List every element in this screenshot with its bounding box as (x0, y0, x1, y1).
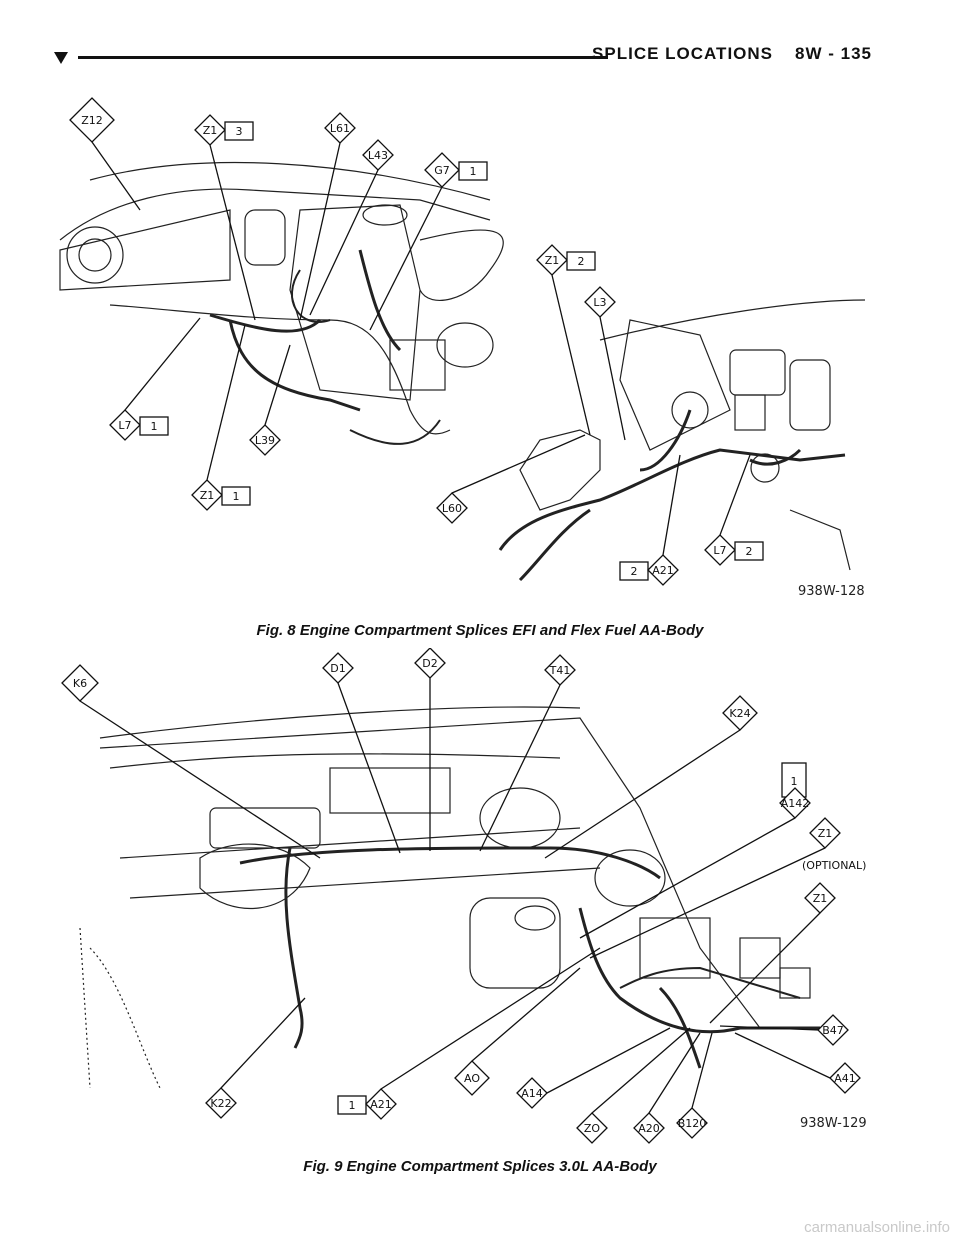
header-rule-graphic (54, 52, 608, 64)
label-a21-2: A21 (652, 564, 674, 577)
label-zo: ZO (584, 1122, 601, 1135)
label-k24: K24 (729, 707, 750, 720)
figure-9-caption: Fig. 9 Engine Compartment Splices 3.0L A… (303, 1158, 657, 1175)
svg-text:1: 1 (470, 165, 477, 178)
page-number: 8W - 135 (795, 44, 872, 63)
label-l39: L39 (255, 434, 275, 447)
section-title: SPLICE LOCATIONS (592, 44, 774, 63)
label-l61: L61 (330, 122, 350, 135)
label-z1-1: Z1 (200, 489, 215, 502)
label-k6: K6 (73, 677, 87, 690)
label-d2: D2 (422, 657, 437, 670)
page-header: SPLICE LOCATIONS 8W - 135 (592, 44, 872, 64)
label-b47: B47 (822, 1024, 844, 1037)
watermark[interactable]: carmanualsonline.info (804, 1219, 950, 1236)
figure-8-diagram: Z12 Z1 3 L61 L43 G7 1 Z1 2 L3 L7 1 L39 Z… (59, 97, 866, 586)
label-optional: (OPTIONAL) (802, 859, 866, 872)
svg-text:2: 2 (631, 565, 638, 578)
header-triangle-icon (54, 52, 68, 64)
label-k22: K22 (210, 1097, 231, 1110)
label-a21: A21 (370, 1098, 392, 1111)
label-g7-1: G7 (434, 164, 450, 177)
label-l60: L60 (442, 502, 462, 515)
figure-8-caption: Fig. 8 Engine Compartment Splices EFI an… (256, 622, 704, 639)
label-l7-2: L7 (713, 544, 726, 557)
svg-text:1: 1 (151, 420, 158, 433)
label-z12: Z12 (81, 114, 103, 127)
figure-8-code: 938W-128 (798, 584, 865, 599)
label-d1: D1 (330, 662, 345, 675)
label-z1-3: Z1 (203, 124, 218, 137)
label-ao: AO (464, 1072, 480, 1085)
label-z1: Z1 (813, 892, 828, 905)
svg-text:2: 2 (746, 545, 753, 558)
label-a41: A41 (834, 1072, 856, 1085)
figure-9-code: 938W-129 (800, 1116, 867, 1131)
label-l7-1: L7 (118, 419, 131, 432)
label-z1-optional: Z1 (818, 827, 833, 840)
label-a142: A142 (781, 797, 810, 810)
label-l3: L3 (593, 296, 606, 309)
label-a20: A20 (638, 1122, 660, 1135)
svg-text:1: 1 (233, 490, 240, 503)
label-l43: L43 (368, 149, 388, 162)
svg-text:1: 1 (791, 775, 798, 788)
svg-text:1: 1 (349, 1099, 356, 1112)
label-a14: A14 (521, 1087, 543, 1100)
label-b120: B120 (678, 1117, 707, 1130)
svg-text:3: 3 (236, 125, 243, 138)
label-t41: T41 (549, 664, 571, 677)
svg-text:2: 2 (578, 255, 585, 268)
figure-9-diagram: K6 D1 D2 T41 K24 1 A142 Z1 (OPTIONAL) Z1… (61, 648, 866, 1144)
label-z1-2: Z1 (545, 254, 560, 267)
